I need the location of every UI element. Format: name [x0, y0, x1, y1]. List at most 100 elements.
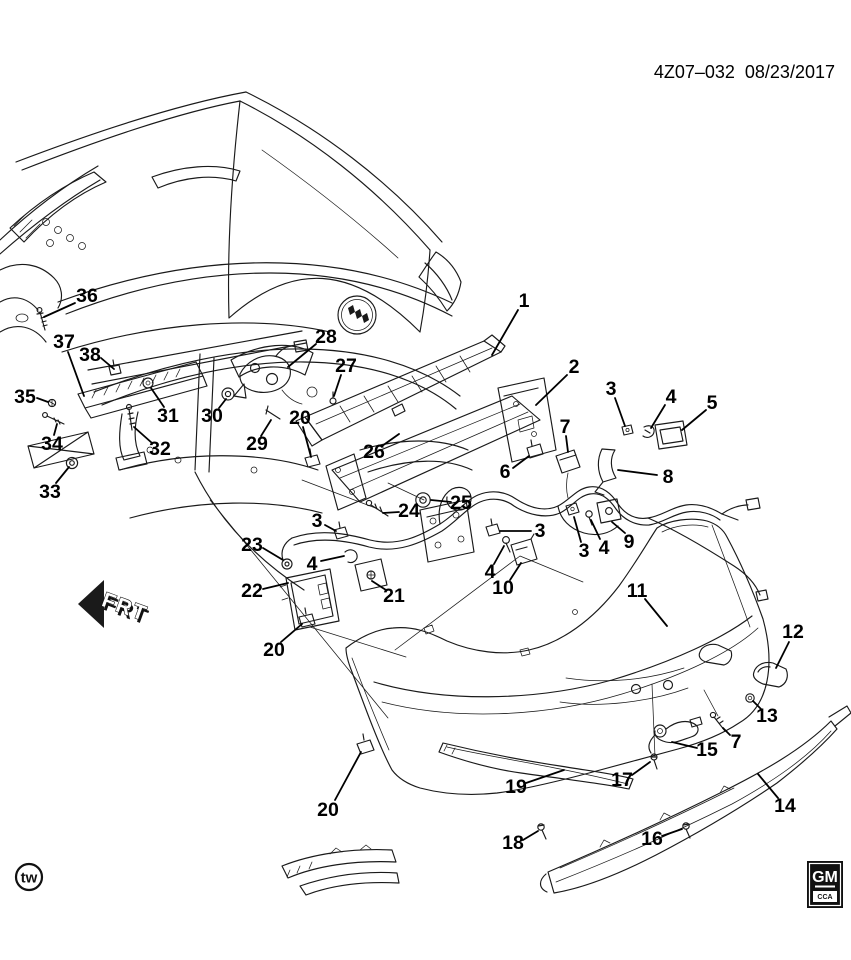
part-1-energy-absorber: [295, 334, 506, 447]
part-21-bracket: [354, 558, 388, 592]
leader-line-4: [590, 519, 601, 540]
callout-9: 9: [624, 531, 635, 553]
artist-mark-text: tw: [21, 870, 38, 887]
part-2-impact-bar: [325, 377, 557, 511]
leader-line-25: [430, 499, 452, 503]
callout-31: 31: [157, 405, 179, 427]
callout-5: 5: [707, 392, 718, 414]
part-15-harness: [648, 716, 703, 754]
part-3-clip-b: [333, 521, 349, 540]
diagram-line-art: [0, 91, 851, 896]
callout-30: 30: [201, 405, 223, 427]
callout-3: 3: [535, 520, 546, 542]
leader-line-10: [509, 562, 522, 581]
part-28-camera-assembly: [233, 339, 309, 405]
leader-line-20: [334, 751, 362, 801]
leader-line-3: [324, 524, 337, 532]
leader-line-37: [67, 351, 85, 397]
leader-line-21: [371, 580, 387, 591]
leader-line-30: [218, 398, 227, 409]
part-17-bolt: [650, 753, 658, 770]
callout-3: 3: [579, 540, 590, 562]
leader-line-17: [631, 761, 651, 776]
part-3-clip-c: [485, 518, 501, 537]
leader-line-26: [381, 433, 400, 447]
part-3-nut-a: [621, 424, 634, 436]
callout-27: 27: [335, 355, 357, 377]
part-11-fascia: [345, 518, 770, 795]
callout-12: 12: [782, 621, 804, 643]
part-4-clip-a: [642, 425, 655, 438]
callout-19: 19: [505, 776, 527, 798]
callout-8: 8: [663, 466, 674, 488]
callout-4: 4: [307, 553, 318, 575]
part-20-clip-mid: [298, 607, 316, 628]
leader-line-36: [43, 302, 76, 318]
callout-3: 3: [606, 378, 617, 400]
callout-14: 14: [774, 795, 796, 817]
callout-7: 7: [731, 731, 742, 753]
part-23-grommet: [281, 558, 293, 570]
callout-15: 15: [696, 739, 718, 761]
leader-line-22: [262, 582, 289, 590]
part-4-washer-c: [502, 536, 511, 553]
leader-line-35: [36, 397, 49, 403]
leader-line-32: [133, 426, 153, 444]
leader-line-33: [55, 466, 70, 484]
leader-line-20: [302, 426, 312, 458]
callout-11: 11: [627, 580, 648, 602]
callout-36: 36: [76, 285, 98, 307]
leader-line-6: [512, 455, 530, 469]
callout-28: 28: [315, 326, 337, 348]
part-33-grommet: [65, 456, 79, 470]
gm-logo-subtext: CCA: [817, 894, 832, 901]
part-29-pin: [265, 405, 281, 420]
callout-33: 33: [39, 481, 61, 503]
leader-line-13: [752, 700, 762, 710]
part-19-molding: [281, 742, 634, 896]
wiring-harness: [281, 472, 769, 602]
leader-line-18: [522, 830, 539, 841]
part-30-grommet: [221, 387, 235, 401]
callout-26: 26: [363, 441, 385, 463]
leader-line-29: [260, 419, 272, 437]
callout-25: 25: [450, 492, 472, 514]
part-22-module: [279, 568, 340, 631]
part-4-hook-b: [344, 549, 358, 564]
part-38-clip: [108, 359, 122, 376]
callout-13: 13: [756, 705, 778, 727]
part-24-bolt: [365, 499, 389, 517]
leader-line-11: [644, 598, 668, 627]
leader-line-7: [722, 727, 731, 736]
frt-arrow-icon: [78, 580, 104, 628]
leader-line-12: [775, 641, 790, 669]
callout-35: 35: [14, 386, 36, 408]
gm-logo-text: GM: [812, 869, 838, 886]
leader-line-3: [573, 516, 582, 543]
leader-line-4: [493, 545, 505, 565]
callout-32: 32: [149, 438, 171, 460]
leader-line-8: [617, 469, 658, 476]
part-16-bolt: [682, 822, 691, 839]
leader-line-19: [525, 769, 565, 784]
part-12-tow-cover: [752, 661, 788, 688]
gm-logo: GM CCA: [807, 861, 843, 908]
leader-line-14: [757, 773, 779, 799]
callout-3: 3: [312, 510, 323, 532]
leader-line-38: [100, 357, 115, 370]
callout-1: 1: [519, 290, 530, 312]
callout-22: 22: [241, 580, 263, 602]
part-36-screw: [36, 307, 48, 331]
part-6-clip: [526, 439, 544, 459]
part-14-lower-valance: [539, 705, 851, 894]
part-20-clip-lower: [356, 733, 375, 755]
callout-4: 4: [599, 537, 610, 559]
leader-line-24: [382, 511, 400, 514]
callout-17: 17: [611, 769, 633, 791]
callout-7: 7: [560, 416, 571, 438]
callout-37: 37: [53, 331, 75, 353]
leader-line-9: [611, 521, 626, 534]
leader-line-23: [262, 547, 284, 561]
